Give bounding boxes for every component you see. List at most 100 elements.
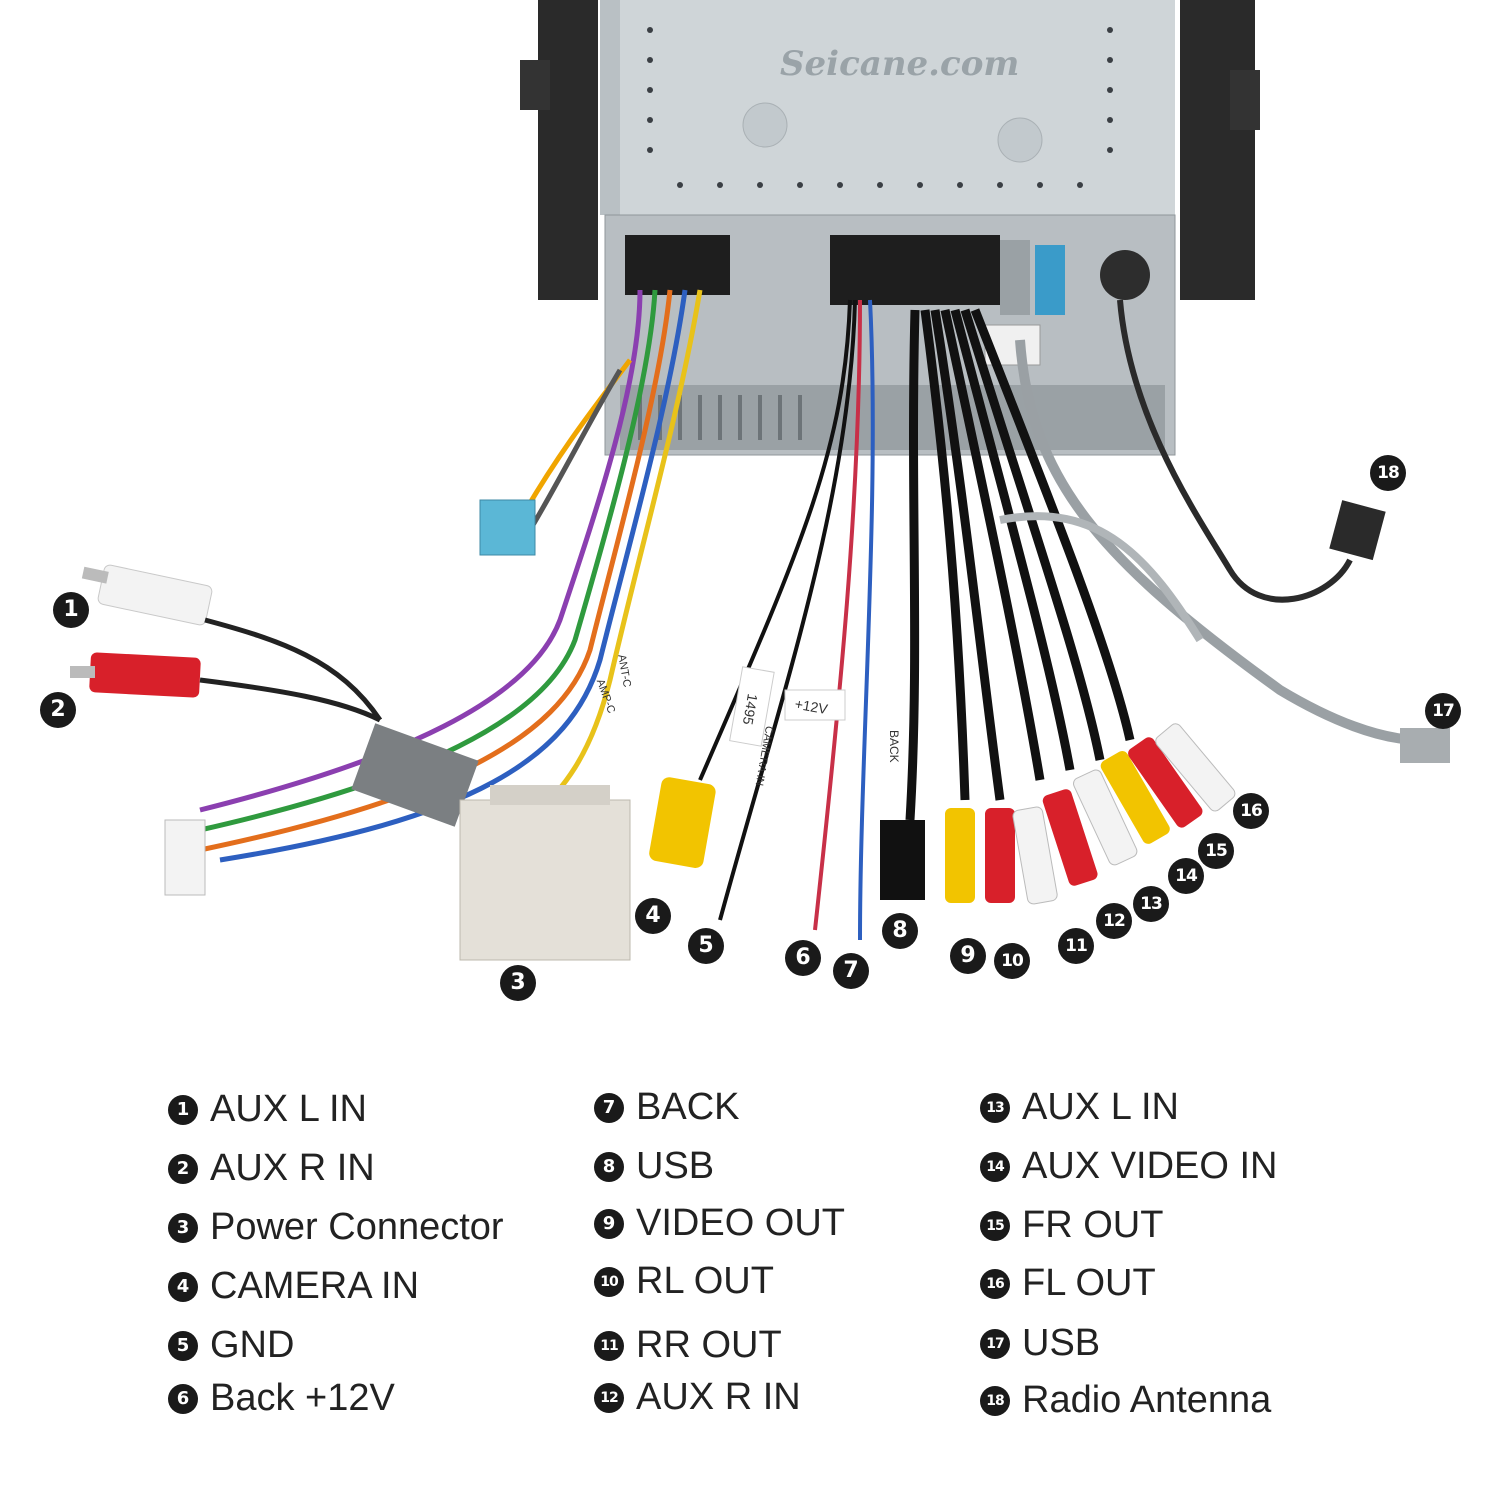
callout-12: 12	[1096, 903, 1132, 939]
legend-item-label: Back +12V	[210, 1377, 395, 1419]
right-mounting-bracket	[1180, 0, 1255, 300]
video-out-plug	[945, 808, 975, 903]
legend-item: 15 FR OUT	[980, 1204, 1163, 1247]
legend-number-badge: 7	[594, 1092, 624, 1123]
aux-l-in-13-plug	[1073, 769, 1138, 866]
legend-item: 13 AUX L IN	[980, 1086, 1179, 1129]
aux-video-in-plug	[1100, 750, 1170, 844]
legend-number-badge: 1	[168, 1094, 198, 1125]
callout-1: 1	[53, 592, 89, 628]
callout-7: 7	[833, 953, 869, 989]
legend-number-badge: 12	[594, 1382, 624, 1413]
legend-item-label: AUX VIDEO IN	[1022, 1145, 1278, 1187]
callout-9: 9	[950, 938, 986, 974]
callout-5: 5	[688, 928, 724, 964]
callout-16: 16	[1233, 793, 1269, 829]
callout-15: 15	[1198, 833, 1234, 869]
legend-item: 2 AUX R IN	[168, 1147, 375, 1190]
legend-number-badge: 8	[594, 1151, 624, 1182]
callout-13: 13	[1133, 886, 1169, 922]
camera-in-plug	[649, 777, 716, 868]
legend-item-label: USB	[1022, 1322, 1101, 1364]
legend-item: 6 Back +12V	[168, 1377, 395, 1420]
wire-tag-1495: 1495	[740, 693, 761, 727]
callout-17: 17	[1425, 693, 1461, 729]
gray-harness-connector	[351, 723, 479, 827]
legend-number-badge: 2	[168, 1153, 198, 1184]
legend-item-label: GND	[210, 1324, 295, 1366]
legend-item: 3 Power Connector	[168, 1206, 504, 1249]
vent-holes	[647, 27, 1113, 188]
wire-tag-ant-c: ANT-C	[615, 654, 633, 689]
legend-number-badge: 10	[594, 1266, 624, 1297]
legend-number-badge: 17	[980, 1328, 1010, 1359]
white-small-connector	[164, 819, 206, 896]
legend-number-badge: 9	[594, 1208, 624, 1239]
legend-item-label: AUX L IN	[1022, 1086, 1179, 1128]
legend-item-label: AUX L IN	[210, 1088, 367, 1130]
aux-r-in-plug	[70, 652, 201, 698]
rr-out-plug	[1012, 806, 1058, 905]
legend-item-label: RR OUT	[636, 1324, 782, 1366]
legend-number-badge: 15	[980, 1210, 1010, 1241]
callout-14: 14	[1168, 858, 1204, 894]
fl-out-plug	[1155, 723, 1236, 812]
legend-item-label: Power Connector	[210, 1206, 504, 1248]
legend-item-label: VIDEO OUT	[636, 1202, 846, 1244]
left-mounting-bracket	[538, 0, 598, 300]
wire-tag-back: BACK	[887, 730, 901, 763]
legend-item-label: FR OUT	[1022, 1204, 1164, 1246]
legend-number-badge: 16	[980, 1268, 1010, 1299]
legend-item: 17 USB	[980, 1322, 1100, 1365]
legend-item: 16 FL OUT	[980, 1262, 1156, 1305]
radio-chassis	[600, 0, 1175, 215]
legend-item: 4 CAMERA IN	[168, 1265, 419, 1308]
callout-8: 8	[882, 913, 918, 949]
wire-tag-amp-c: AMP-C	[594, 678, 617, 715]
legend-number-badge: 5	[168, 1330, 198, 1361]
wire-tag-12v: +12V	[794, 696, 830, 718]
wiring-harness-photo: Seicane.com	[70, 0, 1450, 961]
legend-item: 10 RL OUT	[594, 1260, 774, 1303]
usb-17-plug	[1400, 728, 1450, 763]
legend-item-label: USB	[636, 1145, 715, 1187]
callout-2: 2	[40, 692, 76, 728]
legend-number-badge: 3	[168, 1212, 198, 1243]
callout-4: 4	[635, 898, 671, 934]
legend-number-badge: 18	[980, 1385, 1010, 1416]
legend-item: 8 USB	[594, 1145, 714, 1188]
callout-11: 11	[1058, 928, 1094, 964]
legend-item: 5 GND	[168, 1324, 294, 1367]
legend-item-label: AUX R IN	[636, 1376, 801, 1418]
power-connector-plug	[459, 799, 631, 961]
aux-l-in-plug	[81, 564, 213, 626]
legend-item-label: RL OUT	[636, 1260, 774, 1302]
rl-out-plug	[985, 808, 1015, 903]
legend-item-label: AUX R IN	[210, 1147, 375, 1189]
callout-10: 10	[994, 943, 1030, 979]
watermark: Seicane.com	[780, 44, 1019, 84]
radio-antenna-plug	[1329, 500, 1386, 561]
callout-18: 18	[1370, 455, 1406, 491]
legend-item: 9 VIDEO OUT	[594, 1202, 845, 1245]
legend-item: 7 BACK	[594, 1086, 739, 1129]
callout-6: 6	[785, 940, 821, 976]
usb-8-plug	[880, 820, 925, 900]
aux-r-in-12-plug	[1042, 789, 1098, 886]
callout-3: 3	[500, 965, 536, 1001]
legend-item-label: FL OUT	[1022, 1262, 1156, 1304]
legend-number-badge: 4	[168, 1271, 198, 1302]
legend-number-badge: 14	[980, 1151, 1010, 1182]
usb-extension-cable	[1015, 339, 1421, 745]
fr-out-plug	[1128, 737, 1203, 828]
blue-mini-connector	[479, 499, 536, 556]
legend-item-label: CAMERA IN	[210, 1265, 420, 1307]
legend-item-label: BACK	[636, 1086, 740, 1128]
legend-item: 14 AUX VIDEO IN	[980, 1145, 1278, 1188]
legend-item: 12 AUX R IN	[594, 1376, 801, 1419]
legend-number-badge: 6	[168, 1383, 198, 1414]
legend-number-badge: 13	[980, 1092, 1010, 1123]
